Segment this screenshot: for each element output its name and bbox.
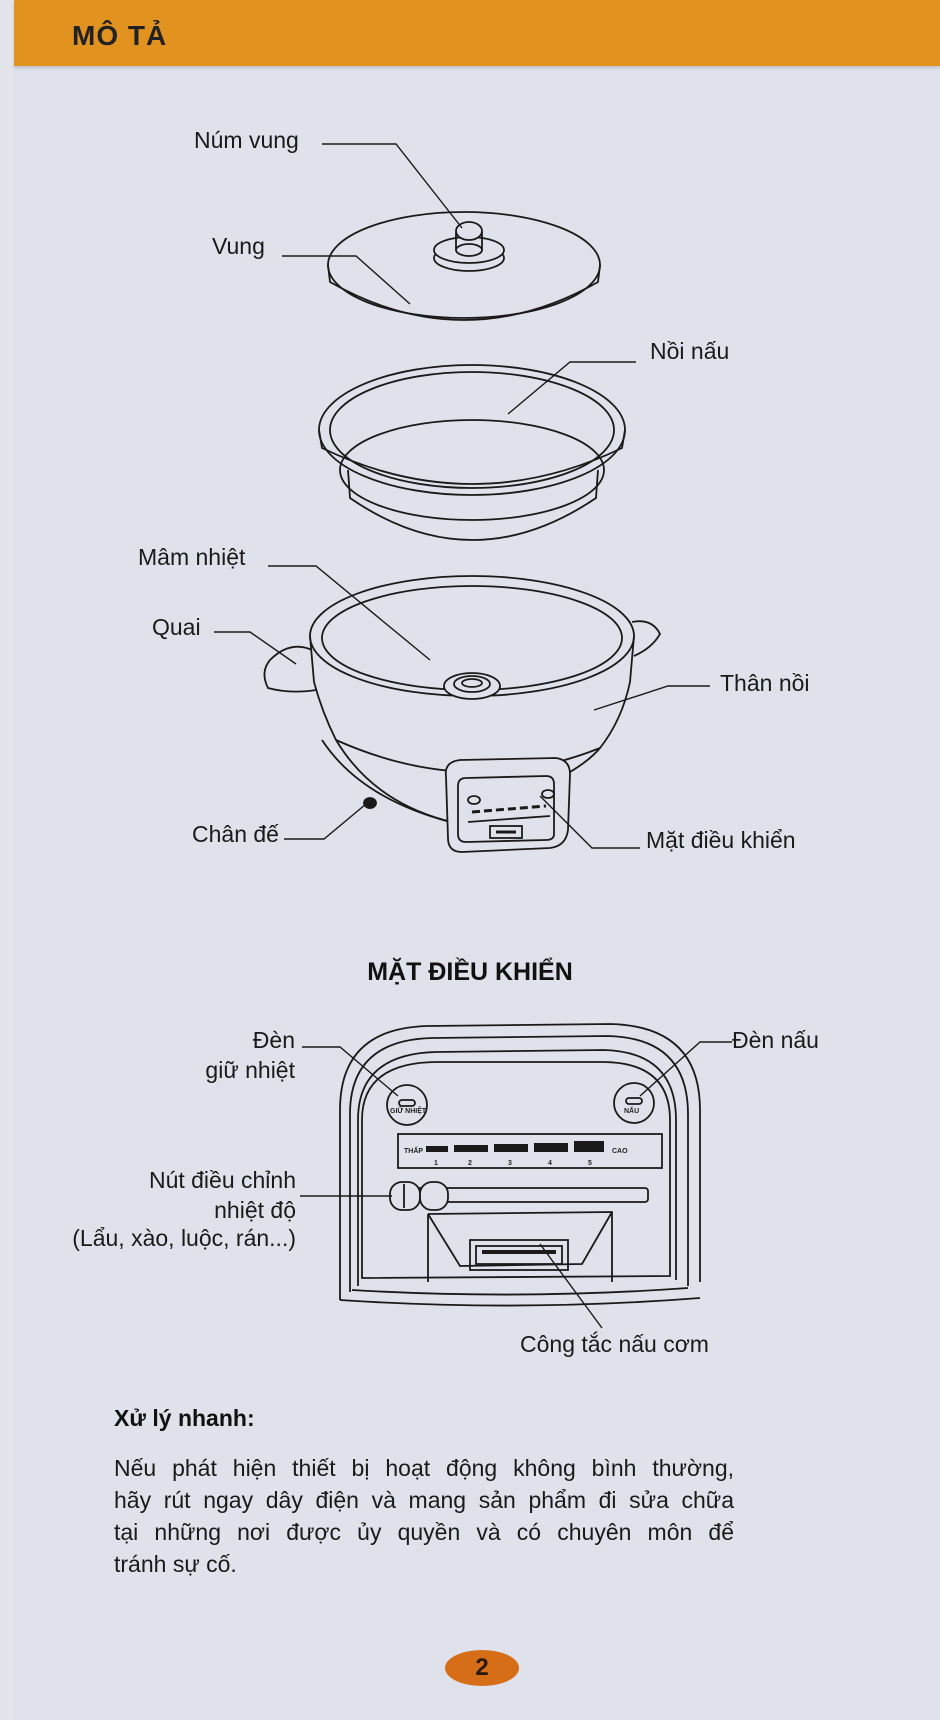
label-temp-knob-line1: Nút điều chỉnh [148, 1167, 296, 1193]
label-temp-knob-line2: nhiệt độ [214, 1197, 296, 1223]
label-lid-knob: Núm vung [194, 127, 299, 153]
scale-tick: 3 [508, 1160, 512, 1167]
page-title: MÔ TẢ [72, 20, 168, 51]
label-heating-plate: Mâm nhiệt [138, 544, 246, 570]
quick-fix-heading: Xử lý nhanh: [114, 1405, 255, 1431]
scale-tick: 1 [434, 1160, 438, 1167]
quick-fix-line: Nếu phát hiện thiết bị hoạt động không b… [114, 1455, 734, 1481]
quick-fix-line: hãy rút ngay dây điện và mang sản phẩm đ… [114, 1487, 734, 1513]
top-leader-lines [214, 143, 710, 849]
scale-low-text: THẤP [404, 1145, 423, 1155]
cooker-body-illustration [263, 575, 662, 853]
label-keep-warm-line1: Đèn [252, 1027, 295, 1053]
label-cook-switch: Công tắc nấu cơm [520, 1331, 709, 1357]
manual-page [14, 0, 940, 1720]
page-number-badge: 2 [445, 1650, 519, 1686]
label-control-panel: Mặt điều khiển [646, 827, 796, 853]
label-keep-warm-line2: giữ nhiệt [205, 1057, 295, 1083]
lid-illustration [327, 211, 601, 321]
header-bar [14, 0, 940, 66]
inner-pot-illustration [318, 364, 626, 541]
label-handle: Quai [152, 614, 201, 640]
scale-tick: 5 [588, 1160, 592, 1167]
panel-leader-lines [300, 1041, 732, 1329]
quick-fix-line: tránh sự cố. [114, 1551, 237, 1577]
panel-section-title: MẶT ĐIỀU KHIỂN [367, 958, 573, 986]
scale-high-text: CAO [612, 1148, 628, 1155]
label-lid: Vung [212, 233, 265, 259]
scale-tick: 4 [548, 1160, 552, 1167]
mini-keep-warm-text: GIỮ NHIỆT [390, 1106, 427, 1115]
mini-cook-text: NẤU [624, 1105, 639, 1115]
scale-tick: 2 [468, 1160, 472, 1167]
control-panel-illustration [339, 1023, 701, 1307]
quick-fix-line: tại những nơi được ủy quyền và có chuyên… [114, 1519, 734, 1545]
label-body: Thân nồi [720, 670, 810, 696]
label-inner-pot: Nồi nấu [650, 338, 730, 364]
label-base: Chân đế [192, 821, 279, 847]
label-temp-knob-line3: (Lẩu, xào, luộc, rán...) [72, 1225, 296, 1251]
label-cook-light: Đèn nấu [732, 1027, 819, 1053]
quick-fix-text: Nếu phát hiện thiết bị hoạt động không b… [114, 1452, 734, 1580]
